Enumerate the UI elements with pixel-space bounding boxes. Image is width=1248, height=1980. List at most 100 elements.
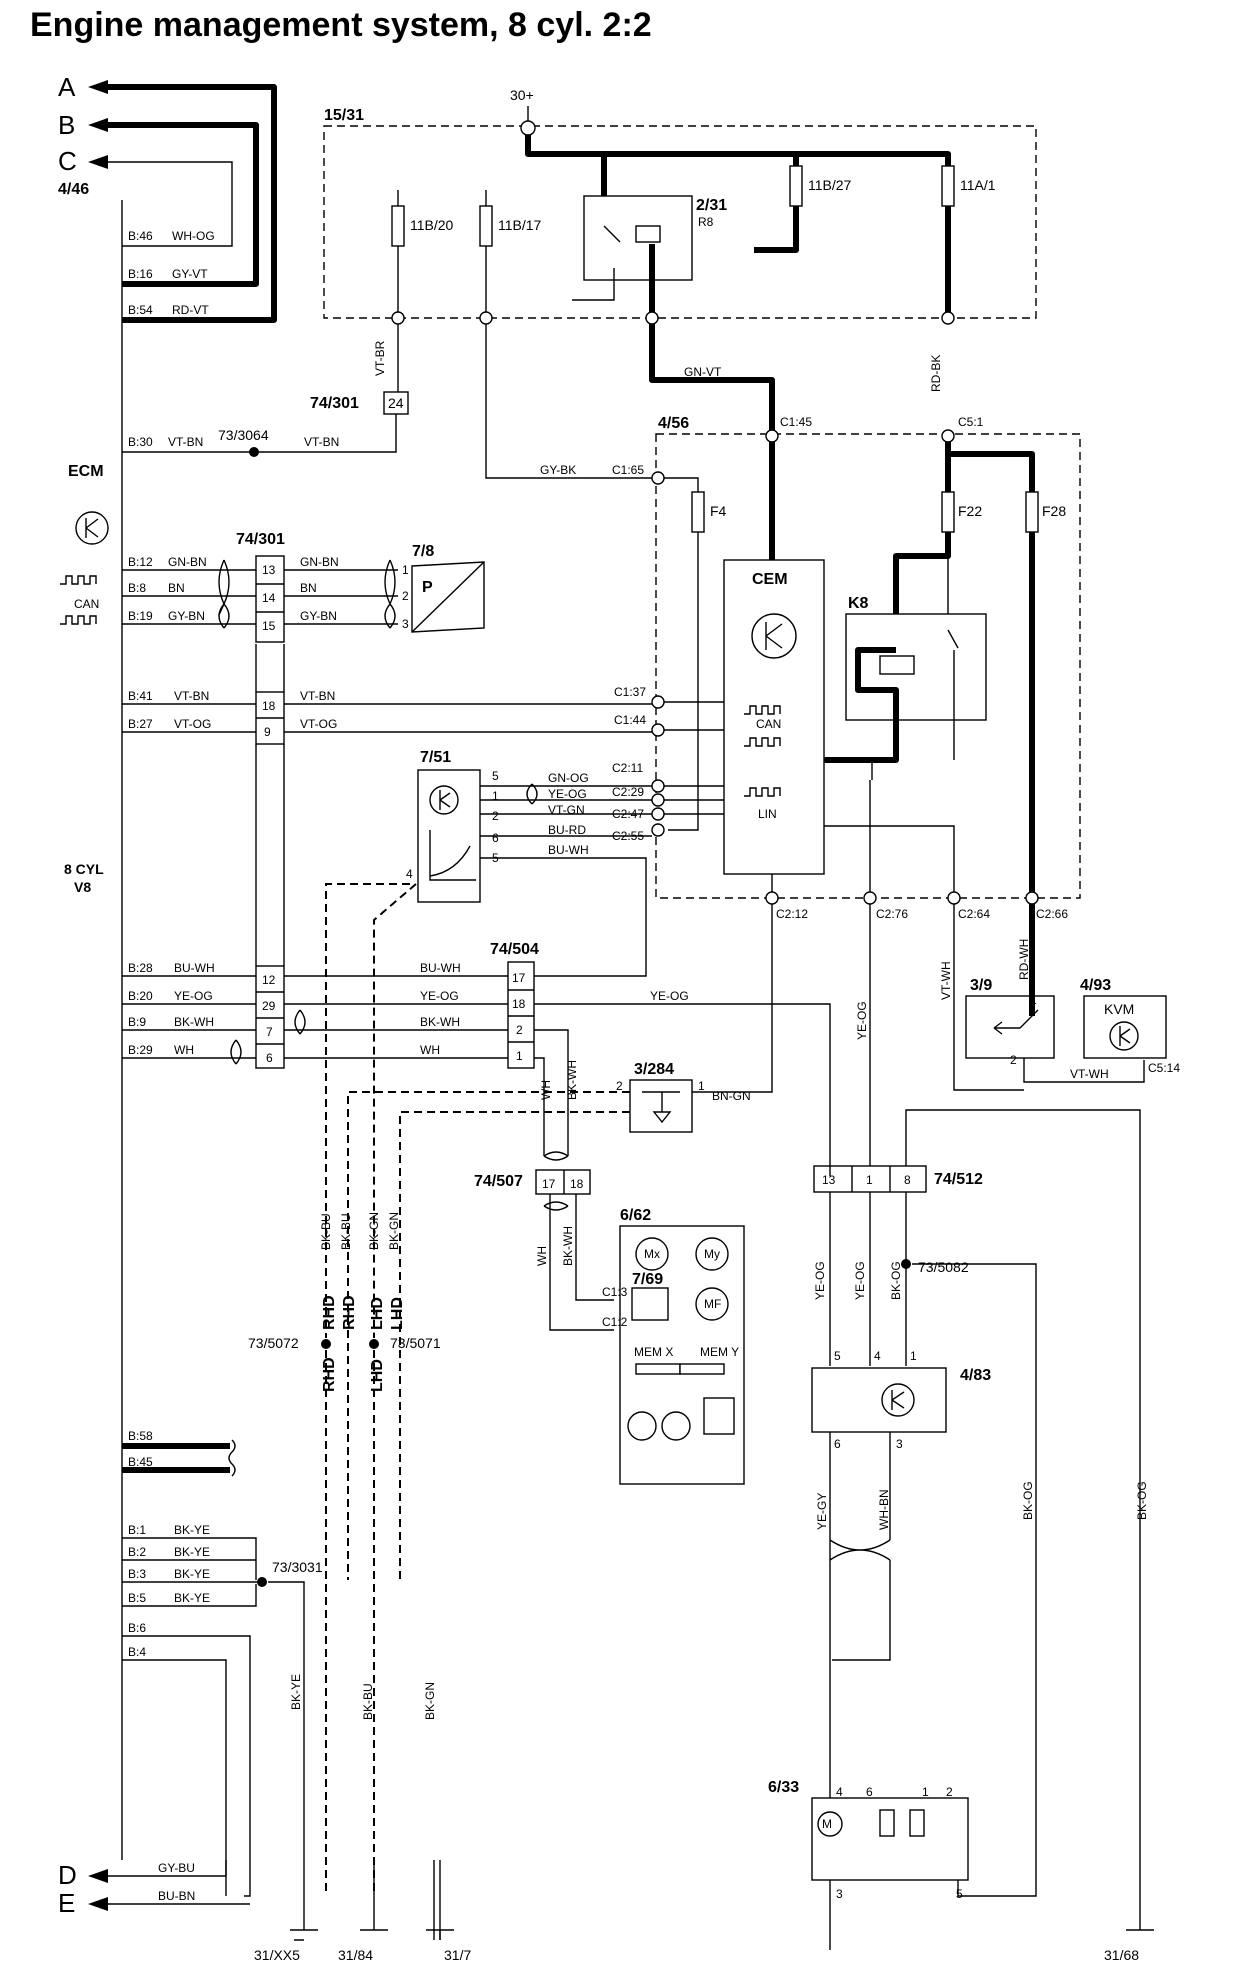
splice-label: 73/5071 — [390, 1335, 441, 1351]
pin: 5 — [492, 769, 499, 783]
pin: 3 — [836, 1887, 843, 1901]
ecm-pin: B:41 — [128, 689, 153, 703]
ecm-pin: B:16 — [128, 267, 153, 281]
splice-label: 73/5072 — [248, 1335, 299, 1351]
ecm-pin: B:46 — [128, 229, 153, 243]
pin: 2 — [946, 1785, 953, 1799]
splice-label: 73/3064 — [218, 427, 269, 443]
wire-label: BU-RD — [548, 823, 586, 837]
cem-lin: LIN — [758, 807, 777, 821]
relay-sub: R8 — [698, 215, 714, 229]
wire-label: BK-GN — [423, 1682, 437, 1720]
pin: 4 — [406, 867, 413, 881]
ecm-pin: B:1 — [128, 1523, 146, 1537]
supply-label: 30+ — [510, 87, 534, 103]
ecm-pin: B:58 — [128, 1429, 153, 1443]
fuse-11b-20 — [391, 205, 405, 247]
wire-label: RD-BK — [929, 355, 943, 392]
ecm-pin: B:8 — [128, 581, 146, 595]
wire-label: BK-WH — [561, 1226, 575, 1266]
cem-pin: C2:29 — [612, 785, 644, 799]
ecm-engine-line2: V8 — [74, 879, 91, 895]
wire-label: VT-WH — [939, 961, 953, 1000]
wire-label: BK-OG — [889, 1261, 903, 1300]
wire-label: BK-OG — [1135, 1481, 1149, 1520]
ground-label: 31/7 — [444, 1947, 471, 1963]
pin: 1 — [922, 1785, 929, 1799]
conn-pin: 29 — [262, 999, 276, 1013]
module-transistor-icon — [429, 785, 459, 815]
lhd-label: LHD — [369, 1297, 386, 1330]
ecm-pin: B:6 — [128, 1621, 146, 1635]
cem-pin: C2:76 — [876, 907, 908, 921]
conn-74-507: 74/507 17 18 WH BK-WH — [474, 1151, 614, 1331]
pin: 1 — [698, 1079, 705, 1093]
ecm-transistor-icon — [75, 511, 109, 545]
conn-pin: 13 — [262, 563, 276, 577]
output-e-label: E — [58, 1888, 75, 1918]
fuse-label: 11A/1 — [960, 177, 996, 193]
wire-label: BK-BU — [339, 1213, 353, 1250]
cem-pin: C2:64 — [958, 907, 990, 921]
unit-transistor-icon — [881, 1383, 915, 1417]
ecm-pin: B:20 — [128, 989, 153, 1003]
conn-ref: 74/301 — [236, 531, 285, 548]
fuse-label: 11B/20 — [410, 217, 454, 233]
wire-label: BK-OG — [1021, 1481, 1035, 1520]
ecm-can-signal-icon — [60, 575, 97, 585]
module-ref: 7/51 — [420, 749, 451, 766]
pin: 1 — [402, 563, 409, 577]
pin: 2 — [1010, 1053, 1017, 1067]
switch-3-284: 3/284 1 2 BN-GN — [616, 904, 773, 1133]
wire-label: BK-WH — [565, 1060, 579, 1100]
rhd-label: RHD — [321, 1295, 338, 1330]
wire-label: BK-BU — [361, 1683, 375, 1720]
ground-label: 31/68 — [1104, 1947, 1139, 1963]
diagram-title: Engine management system, 8 cyl. 2:2 — [30, 6, 652, 44]
ecm-wire: BU-WH — [174, 961, 215, 975]
mf-label: MF — [704, 1297, 721, 1311]
pin: 1 — [1030, 993, 1037, 1007]
mem-y-label: MEM Y — [700, 1345, 739, 1359]
conn-pin: 15 — [262, 619, 276, 633]
ecm-wire: VT-BN — [168, 435, 203, 449]
relay-ref: 2/31 — [696, 197, 727, 214]
pin: 2 — [402, 589, 409, 603]
unit-6-62: 6/62 Mx My MF 7/69 C1:3 C1:2 MEM X MEM Y — [602, 1207, 745, 1485]
ground-label: 31/84 — [338, 1947, 373, 1963]
fuse-label: F28 — [1042, 503, 1066, 519]
ecm-name: ECM — [68, 463, 104, 480]
cem-pin: C2:66 — [1036, 907, 1068, 921]
cem-pin: C5:1 — [958, 415, 984, 429]
conn-pin: 12 — [262, 973, 276, 987]
sensor-7-8: 7/8 P 1 2 3 — [402, 543, 485, 633]
splice-73-5071 — [369, 1339, 379, 1349]
conn-ref: 74/512 — [934, 1171, 983, 1188]
ecm: 4/46 ECM CAN 8 CYL V8 — [58, 181, 123, 1860]
lhd-label-3: LHD — [369, 1359, 386, 1392]
conn-pin: 18 — [262, 699, 276, 713]
ground-symbols: 31/XX5 31/84 31/7 31/68 — [254, 1890, 1154, 1963]
wire-label: YE-OG — [420, 989, 459, 1003]
cem-name: CEM — [752, 571, 788, 588]
splice-73-3031 — [257, 1577, 267, 1587]
ecm-wire: BK-WH — [174, 1015, 214, 1029]
output-c-label: C — [58, 146, 77, 176]
wire-label: BK-YE — [289, 1674, 303, 1710]
wire-label: BK-BU — [319, 1213, 333, 1250]
wire-label: GN-VT — [684, 365, 722, 379]
cem-pin: C1:45 — [780, 415, 812, 429]
conn-pin: 1 — [516, 1049, 523, 1063]
fuse-label: F22 — [958, 503, 982, 519]
ecm-pin: B:12 — [128, 555, 153, 569]
ecm-bottom-wire-1: GY-BU — [158, 1861, 195, 1875]
motor-m: M — [822, 1817, 832, 1831]
sensor-ref: 7/8 — [412, 543, 434, 560]
output-arrows: A B C — [58, 72, 277, 323]
kvm-4-93: 4/93 KVM C5:14 — [1080, 977, 1180, 1075]
ecm-wire: BK-YE — [174, 1545, 210, 1559]
motor-my-icon — [695, 1237, 729, 1271]
conn-pin: 14 — [262, 591, 276, 605]
ecm-pin: B:3 — [128, 1567, 146, 1581]
cem-4-56: 4/56 C1:45 C5:1 F4 F22 F28 CEM CAN LIN K… — [612, 415, 1081, 921]
